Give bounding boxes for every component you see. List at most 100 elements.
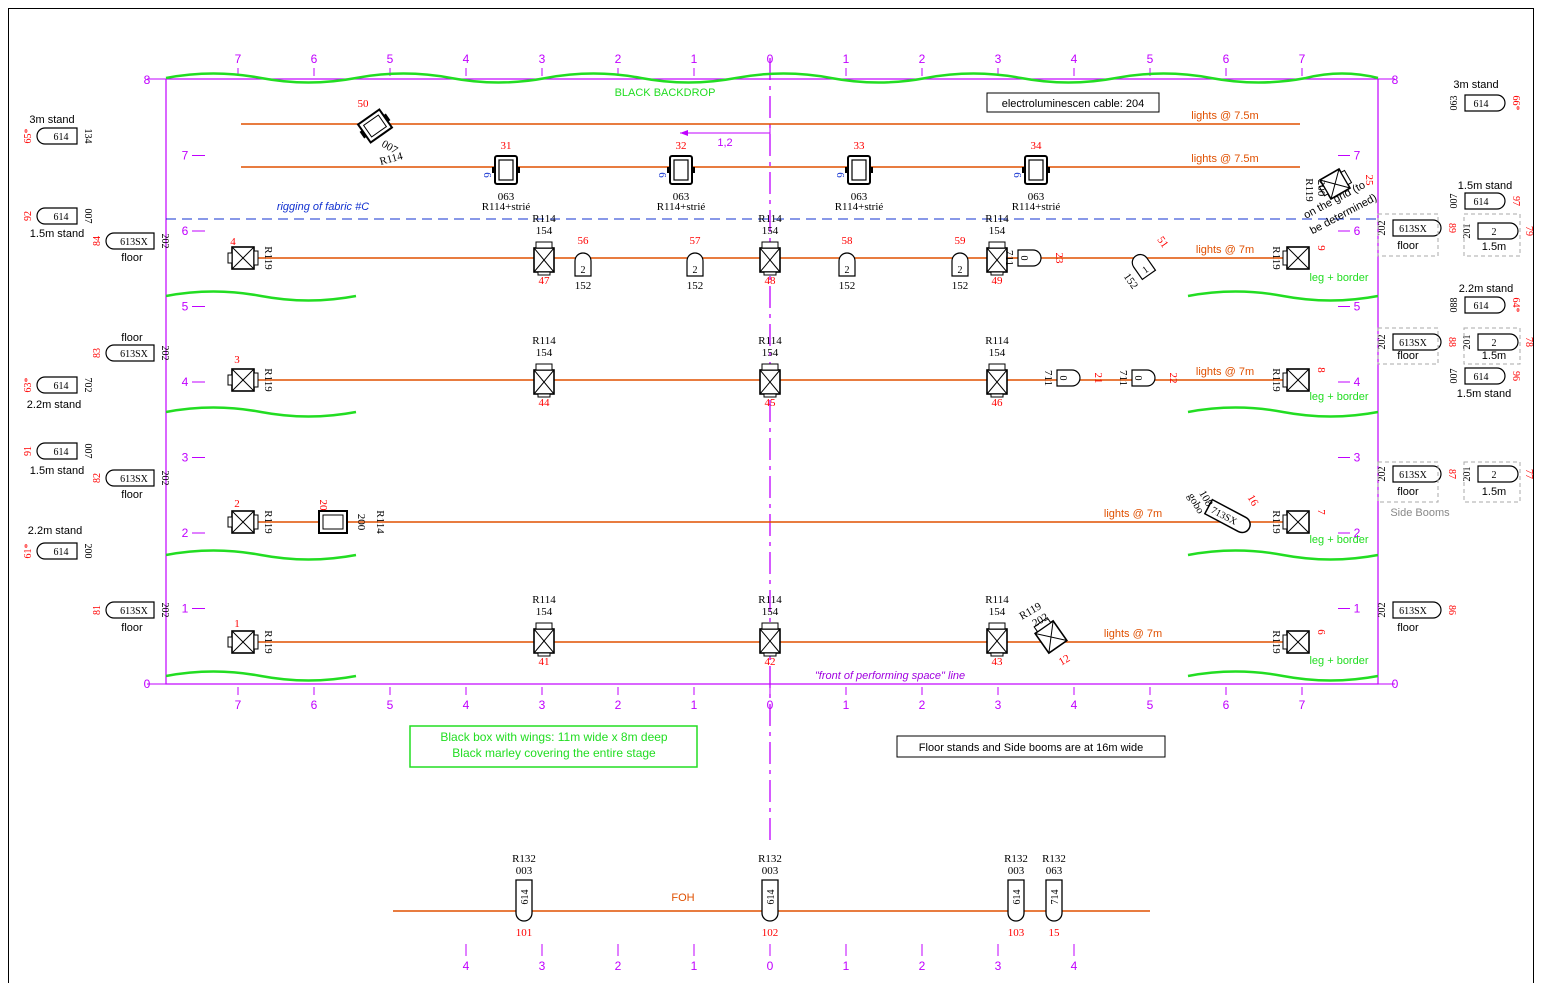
cyc-yoke — [492, 167, 495, 173]
axis-bottom-label: 4 — [463, 698, 470, 712]
stand-body-label: 2 — [1492, 338, 1497, 349]
foh-label: FOH — [671, 892, 694, 904]
stand-id: 88 — [1446, 337, 1457, 347]
stand-id: 81 — [92, 605, 103, 615]
axis-bottom-label: 3 — [539, 698, 546, 712]
pc-back — [990, 271, 1004, 276]
fixture-gel: R114 — [758, 594, 782, 606]
stand-body — [1477, 465, 1519, 483]
stand-body — [36, 207, 78, 225]
axis-top-label: 1 — [843, 52, 850, 66]
fixture-id: 8 — [1315, 367, 1327, 373]
fixture-id: 101 — [516, 927, 533, 939]
fixture-id: 57 — [690, 235, 702, 247]
fixture-gel: 003 — [1008, 865, 1025, 877]
fixture-gel: 152 — [839, 280, 856, 292]
fixture-gel: R114 — [378, 150, 404, 168]
axis-bottom-label: 2 — [919, 698, 926, 712]
leg-wave-left — [165, 670, 357, 682]
pc-lens — [988, 622, 1006, 630]
pc-x — [759, 247, 781, 273]
pc-x — [533, 628, 555, 654]
stand-label: 1.5m — [1482, 241, 1506, 253]
stand-label: 2.2m stand — [28, 525, 82, 537]
axis-top-label: 2 — [919, 52, 926, 66]
fixture-id: 16 — [1245, 493, 1261, 509]
stand-body — [36, 376, 78, 394]
pc-body — [1282, 510, 1310, 534]
axis-right-label: 3 — [1354, 451, 1361, 465]
stand-gel: 007 — [82, 444, 93, 459]
fixture-id: 32 — [676, 140, 687, 152]
fixture-id: 51 — [1154, 234, 1170, 250]
stand-id: 61* — [23, 544, 34, 559]
par-num: 2 — [693, 265, 698, 276]
pc-lens — [1033, 616, 1052, 633]
side-booms-label: Side Booms — [1390, 507, 1450, 519]
axis-left-label: 1 — [182, 602, 189, 616]
fixture-gel: R114 — [758, 213, 782, 225]
fixture-gel: 063 — [1046, 865, 1063, 877]
black-box-1: Black box with wings: 11m wide x 8m deep — [440, 730, 668, 744]
stand-id: 83 — [92, 348, 103, 358]
fixture-gel: 711 — [1042, 370, 1054, 386]
pc-back — [1318, 184, 1329, 197]
par-num: 1 — [1141, 264, 1151, 276]
stand-body — [1464, 367, 1506, 385]
pc-lens — [253, 514, 259, 530]
pc-lens — [535, 241, 553, 249]
fixture-gel: 200 — [1315, 180, 1327, 197]
axis-foh-label: 3 — [539, 959, 546, 973]
pc-body — [227, 368, 259, 392]
stand-body-label: 613SX — [120, 349, 149, 360]
pipe-label: lights @ 7m — [1196, 244, 1254, 256]
fresnel-body — [318, 510, 348, 534]
pc-back — [990, 393, 1004, 398]
stand-gel: 202 — [1377, 603, 1388, 618]
stand-dashed-box — [1377, 327, 1439, 365]
cyc-body — [492, 155, 520, 185]
fixture-gel: 154 — [989, 606, 1006, 618]
par-body: 2 — [951, 252, 969, 277]
fixture-gel: R132 — [1042, 853, 1066, 865]
leg-label: leg + border — [1309, 655, 1368, 667]
fixture-gel: R119 — [1270, 630, 1282, 654]
fixture-id: 6 — [1315, 629, 1327, 635]
foh-outline — [761, 879, 779, 922]
cyc-body — [667, 155, 695, 185]
stand-dashed-box — [1377, 213, 1439, 257]
fixture-id: 4 — [230, 236, 236, 248]
axis-top-label: 7 — [235, 52, 242, 66]
pc-vert-body — [986, 363, 1008, 398]
stand-label: 2.2m stand — [27, 399, 81, 411]
cyc-yoke — [692, 167, 695, 173]
pipe-label: lights @ 7m — [1104, 628, 1162, 640]
pc-vert-body — [759, 622, 781, 657]
stand-id: 82 — [92, 473, 103, 483]
axis-left-label: 6 — [182, 224, 189, 238]
stand-body — [105, 469, 155, 487]
pc-body — [1282, 246, 1310, 270]
stand-id: 64* — [1510, 298, 1521, 313]
pc-x — [986, 369, 1008, 395]
fixture-gel: R119 — [262, 630, 274, 654]
pc-x — [231, 510, 255, 534]
pc-vert-body — [759, 241, 781, 276]
fixture-gel: 003 — [762, 865, 779, 877]
stand-id: 63* — [23, 378, 34, 393]
fixture-gel: R114 — [374, 510, 386, 534]
backdrop-label: BLACK BACKDROP — [615, 87, 716, 99]
fixture-gel: 063 — [673, 191, 690, 203]
axis-bottom-label: 5 — [1147, 698, 1154, 712]
fixture-id: 21 — [1092, 373, 1104, 384]
